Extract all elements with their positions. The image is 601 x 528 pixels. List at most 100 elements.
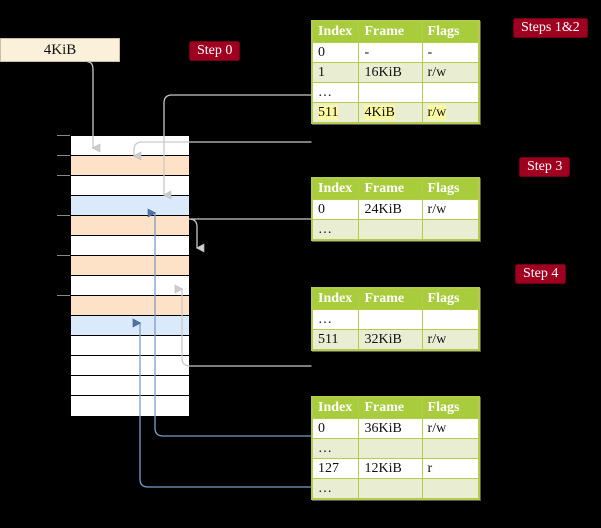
physical-memory-column	[70, 135, 190, 416]
table-cell: 4KiB	[358, 102, 423, 123]
column-header-frame: Frame	[358, 397, 423, 419]
table-cell: -	[421, 42, 480, 63]
memory-frame-row	[71, 356, 189, 376]
table-cell	[358, 219, 423, 240]
table-row: 0--	[311, 42, 480, 63]
table-row: …	[311, 82, 480, 103]
column-header-index: Index	[311, 21, 360, 43]
table-cell	[421, 309, 480, 330]
column-header-flags: Flags	[421, 178, 480, 200]
memory-tick-mark	[57, 215, 70, 216]
table-cell	[358, 478, 423, 499]
table-row: 511 4KiB r/w	[311, 102, 480, 123]
table-row: …	[311, 478, 480, 499]
table-row: …	[311, 219, 480, 240]
table-cell: r/w	[421, 329, 480, 350]
memory-frame-row	[71, 336, 189, 356]
link-table3-row511-to-memory	[174, 284, 312, 367]
memory-frame-row	[71, 296, 189, 316]
table-cell: 16KiB	[358, 62, 423, 83]
table-cell: -	[358, 42, 423, 63]
table-cell	[358, 82, 423, 103]
memory-frame-row	[71, 236, 189, 256]
table-cell: 1	[311, 62, 360, 83]
column-header-index: Index	[311, 288, 360, 310]
table-cell: 0	[311, 418, 360, 439]
pill-steps-1-2-label: Steps 1&2	[521, 20, 580, 35]
table-cell: …	[311, 309, 360, 330]
table-cell: r/w	[421, 102, 480, 123]
memory-tick-mark	[57, 175, 70, 176]
table-cell	[358, 309, 423, 330]
memory-tick-mark	[57, 255, 70, 256]
table-cell: …	[311, 82, 360, 103]
memory-frame-row	[71, 156, 189, 176]
column-header-frame: Frame	[358, 288, 423, 310]
memory-frame-row	[71, 196, 189, 216]
source-frame-box: 4KiB	[0, 38, 120, 62]
memory-tick-mark	[57, 135, 70, 136]
highlighted-value: 4KiB	[364, 104, 395, 120]
table-cell	[421, 438, 480, 459]
table-cell: 24KiB	[358, 199, 423, 220]
column-header-flags: Flags	[421, 21, 480, 43]
highlighted-value: r/w	[427, 104, 447, 120]
column-header-frame: Frame	[358, 21, 423, 43]
memory-frame-row	[71, 136, 189, 156]
table-cell: 32KiB	[358, 329, 423, 350]
table-row: …	[311, 309, 480, 330]
column-header-flags: Flags	[421, 397, 480, 419]
pill-step-4: Step 4	[515, 264, 567, 284]
table-cell: 127	[311, 458, 360, 479]
table-cell	[421, 219, 480, 240]
table-cell: r/w	[421, 199, 480, 220]
pill-step-0-label: Step 0	[197, 43, 233, 58]
table-cell: 511	[311, 329, 360, 350]
table-row: …	[311, 438, 480, 459]
column-header-index: Index	[311, 178, 360, 200]
pill-step-4-label: Step 4	[523, 266, 559, 281]
table-cell: 12KiB	[358, 458, 423, 479]
table-cell	[358, 438, 423, 459]
memory-frame-row	[71, 256, 189, 276]
memory-frame-row	[71, 396, 189, 416]
memory-frame-row	[71, 316, 189, 336]
table-cell: r	[421, 458, 480, 479]
memory-frame-row	[71, 176, 189, 196]
column-header-frame: Frame	[358, 178, 423, 200]
memory-frame-row	[71, 376, 189, 396]
table-cell: …	[311, 478, 360, 499]
table-cell: …	[311, 219, 360, 240]
table-cell: 511	[311, 102, 360, 123]
memory-frame-row	[71, 276, 189, 296]
table-cell	[421, 82, 480, 103]
table-cell: r/w	[421, 62, 480, 83]
highlighted-value: 511	[318, 104, 339, 120]
table-cell: …	[311, 438, 360, 459]
table-cell: 0	[311, 42, 360, 63]
source-frame-label: 4KiB	[43, 41, 77, 58]
column-header-flags: Flags	[421, 288, 480, 310]
table-cell: r/w	[421, 418, 480, 439]
memory-tick-mark	[57, 155, 70, 156]
table-cell: 0	[311, 199, 360, 220]
table-cell: 36KiB	[358, 418, 423, 439]
column-header-index: Index	[311, 397, 360, 419]
link-table2-row0-to-memory	[188, 218, 312, 253]
pill-step-0: Step 0	[189, 41, 241, 61]
pill-step-3-label: Step 3	[527, 159, 563, 174]
table-cell	[421, 478, 480, 499]
memory-frame-row	[71, 216, 189, 236]
pill-steps-1-2: Steps 1&2	[513, 18, 588, 38]
pill-step-3: Step 3	[519, 157, 571, 177]
